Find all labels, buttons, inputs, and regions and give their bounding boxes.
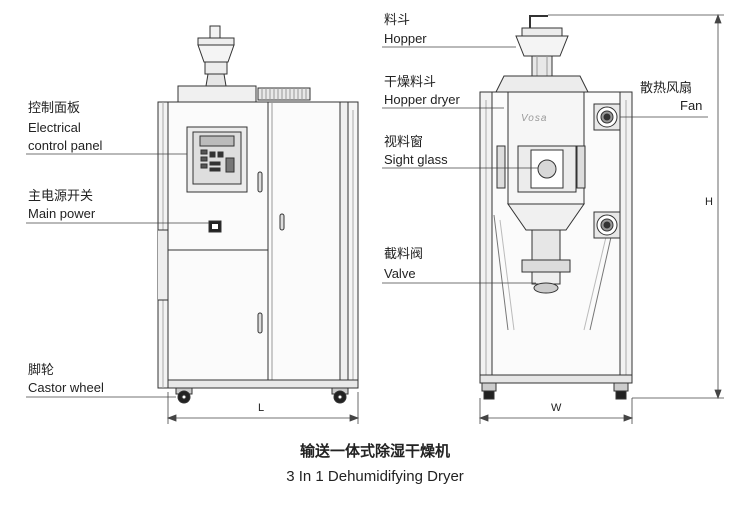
valve-en: Valve xyxy=(384,266,416,281)
control-panel-en-1: Electrical xyxy=(28,120,81,135)
valve xyxy=(521,229,571,294)
front-hopper xyxy=(515,15,569,77)
fan-cn: 散热风扇 xyxy=(640,80,693,95)
side-hopper xyxy=(197,25,235,87)
front-view xyxy=(479,15,633,400)
flex-hose xyxy=(257,87,311,101)
dimension-lines xyxy=(166,13,724,424)
valve-cn: 截料阀 xyxy=(384,246,424,261)
dimension-width: W xyxy=(551,402,562,414)
main-power-cn: 主电源开关 xyxy=(28,188,94,203)
caption-chinese: 输送一体式除湿干燥机 xyxy=(299,442,450,460)
castor-wheels xyxy=(175,387,349,404)
main-power-en: Main power xyxy=(28,206,96,221)
fan-en: Fan xyxy=(680,98,703,113)
side-view xyxy=(157,25,359,404)
sight-glass-cn: 视料窗 xyxy=(384,134,424,149)
sight-glass-en: Sight glass xyxy=(384,152,448,167)
caption-english: 3 In 1 Dehumidifying Dryer xyxy=(286,468,464,485)
hopper-dryer-cn: 干燥料斗 xyxy=(384,74,437,89)
castor-wheel-en: Castor wheel xyxy=(28,380,104,395)
dimension-length: L xyxy=(258,402,265,414)
leader-lines xyxy=(26,46,708,398)
hopper-en: Hopper xyxy=(384,31,427,46)
hopper-dryer-en: Hopper dryer xyxy=(384,92,460,107)
control-panel xyxy=(186,126,248,193)
castor-wheel-cn: 脚轮 xyxy=(28,362,55,377)
dimension-height: H xyxy=(705,196,713,208)
fans xyxy=(593,103,621,239)
sight-glass xyxy=(496,145,586,193)
control-panel-en-2: control panel xyxy=(28,138,103,153)
control-panel-cn: 控制面板 xyxy=(28,100,81,115)
hopper-cn: 料斗 xyxy=(384,12,411,27)
brand-logo: Vosa xyxy=(521,113,548,124)
front-wheels xyxy=(481,382,629,400)
